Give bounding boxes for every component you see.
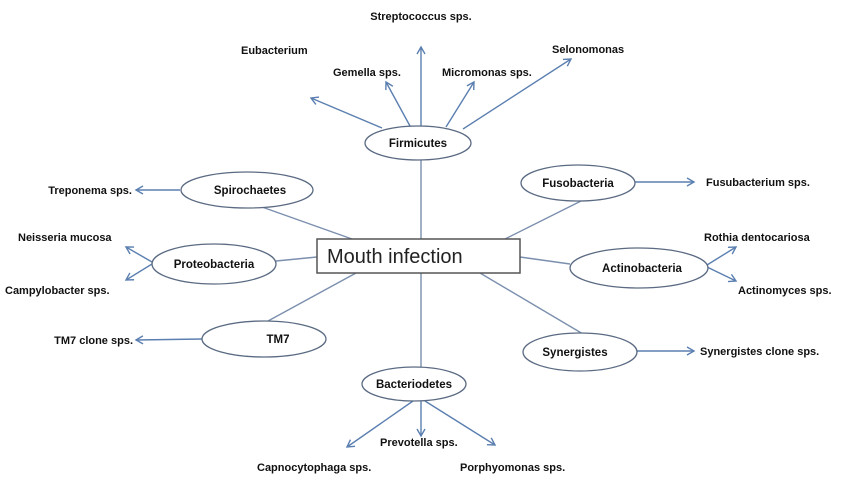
- species-capnocytophaga: Capnocytophaga sps.: [257, 462, 371, 474]
- node-fusobacteria-label: Fusobacteria: [542, 178, 614, 190]
- connector-fusobacteria: [504, 199, 584, 240]
- node-fusobacteria: [520, 164, 636, 202]
- arrows: [124, 45, 738, 448]
- node-tm7-label: TM7: [267, 334, 290, 346]
- species-tm7-clone: TM7 clone sps.: [54, 335, 133, 347]
- connector-proteobacteria: [275, 256, 318, 262]
- arrow-campylobacter: [124, 263, 153, 281]
- species-labels: Eubacterium Gemella sps. Streptococcus s…: [5, 11, 832, 474]
- node-actinobacteria: [569, 247, 709, 289]
- arrow-micromonas: [445, 80, 475, 128]
- arrow-rothia: [706, 246, 738, 266]
- phylum-nodes: Firmicutes Spirochaetes Proteobacteria T…: [151, 125, 709, 402]
- species-micromonas: Micromonas sps.: [442, 67, 532, 79]
- species-gemella: Gemella sps.: [333, 67, 401, 79]
- species-selonomonas: Selonomonas: [552, 44, 624, 56]
- species-rothia: Rothia dentocariosa: [704, 232, 811, 244]
- center-label: Mouth infection: [327, 246, 463, 268]
- species-campylobacter: Campylobacter sps.: [5, 285, 110, 297]
- species-prevotella: Prevotella sps.: [380, 437, 458, 449]
- arrow-neisseria: [124, 246, 153, 263]
- arrow-tm7-clone: [134, 335, 203, 345]
- node-proteobacteria-label: Proteobacteria: [174, 259, 255, 271]
- arrow-actinomyces: [706, 266, 738, 283]
- arrow-gemella: [385, 80, 411, 127]
- species-fusubacterium: Fusubacterium sps.: [706, 177, 810, 189]
- species-treponema: Treponema sps.: [48, 185, 132, 197]
- node-bacteriodetes: [361, 366, 467, 402]
- node-firmicutes-label: Firmicutes: [389, 138, 447, 150]
- node-spirochaetes-label: Spirochaetes: [214, 185, 286, 197]
- species-synergistes-clone: Synergistes clone sps.: [700, 346, 819, 358]
- connector-synergistes: [479, 272, 584, 335]
- node-firmicutes: [364, 125, 472, 161]
- species-porphyomonas: Porphyomonas sps.: [460, 462, 565, 474]
- species-actinomyces: Actinomyces sps.: [738, 285, 832, 297]
- center-box: [316, 238, 521, 274]
- arrow-eubacterium: [309, 96, 383, 129]
- node-tm7: [201, 320, 327, 358]
- node-synergistes: [522, 332, 638, 372]
- node-spirochaetes: [180, 171, 314, 209]
- node-actinobacteria-label: Actinobacteria: [602, 263, 682, 275]
- node-bacteriodetes-label: Bacteriodetes: [376, 379, 452, 391]
- arrow-selonomonas: [462, 58, 573, 130]
- connector-spirochaetes: [261, 206, 353, 240]
- connectors: [261, 160, 584, 367]
- arrow-capnocytophaga: [345, 400, 414, 448]
- node-synergistes-label: Synergistes: [542, 347, 607, 359]
- arrow-porphyomonas: [424, 400, 497, 446]
- connector-actinobacteria: [519, 256, 571, 265]
- center-node: Mouth infection: [316, 238, 521, 274]
- connector-tm7: [267, 272, 357, 322]
- species-eubacterium: Eubacterium: [241, 45, 308, 57]
- species-neisseria: Neisseria mucosa: [18, 232, 112, 244]
- node-proteobacteria: [151, 243, 277, 285]
- species-streptococcus: Streptococcus sps.: [370, 11, 471, 23]
